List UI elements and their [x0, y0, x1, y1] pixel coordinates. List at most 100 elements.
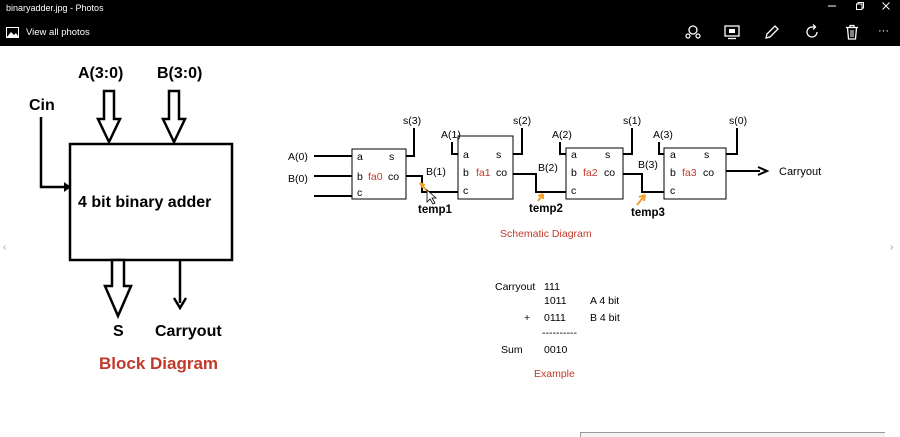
- fa3-port-co: co: [703, 167, 714, 179]
- fa2-b-input: B(2): [538, 162, 558, 174]
- fa0-port-a: a: [357, 151, 363, 163]
- example-b-note: B 4 bit: [590, 312, 620, 324]
- rotate-button[interactable]: [803, 23, 821, 41]
- example-sum-label: Sum: [501, 344, 523, 356]
- output-s-label: S: [113, 323, 124, 340]
- full-adder-fa2: a s b fa2 co c: [565, 147, 624, 200]
- fa1-port-co: co: [496, 167, 507, 179]
- mouse-cursor: [426, 189, 438, 205]
- fa2-wires: [559, 128, 664, 193]
- fa1-port-s: s: [496, 149, 501, 161]
- edit-button[interactable]: [763, 23, 781, 41]
- rotate-icon: [806, 24, 818, 38]
- fa1-a-input: A(1): [441, 129, 461, 141]
- binary-adder-image: A(3:0) B(3:0) Cin 4 bit binary adder S C…: [29, 65, 821, 380]
- more-button[interactable]: ···: [878, 23, 896, 41]
- cin-line: [39, 117, 66, 189]
- title-bar: binaryadder.jpg - Photos: [0, 0, 900, 18]
- fa0-sum-output: s(3): [403, 115, 421, 127]
- fa2-port-c: c: [571, 185, 576, 197]
- input-b-arrow: [161, 89, 187, 145]
- previous-photo-arrow[interactable]: ‹: [3, 242, 7, 253]
- fa1-port-b: b: [463, 167, 469, 179]
- fa1-name: fa1: [476, 167, 491, 179]
- fa1-sum-output: s(2): [513, 115, 531, 127]
- fa2-name: fa2: [583, 167, 598, 179]
- fa2-sum-output: s(1): [623, 115, 641, 127]
- input-b-label: B(3:0): [157, 65, 202, 82]
- edit-icon: [765, 25, 779, 39]
- slideshow-button[interactable]: [723, 23, 741, 41]
- fa2-port-s: s: [605, 149, 610, 161]
- temp3-label: temp3: [631, 207, 665, 219]
- restore-icon: [856, 2, 864, 10]
- fa0-port-s: s: [389, 151, 394, 163]
- minimize-icon: [828, 5, 836, 7]
- fa3-port-c: c: [670, 185, 675, 197]
- delete-icon: [846, 24, 858, 40]
- fa1-port-c: c: [463, 185, 468, 197]
- block-diagram-caption: Block Diagram: [99, 354, 218, 373]
- input-a-label: A(3:0): [78, 65, 123, 82]
- adder-block-label: 4 bit binary adder: [78, 194, 211, 211]
- temp-pointer-arrows: [419, 182, 646, 206]
- example-calculation: Carryout 111 1011 A 4 bit + 0111 B 4 bit…: [495, 281, 620, 380]
- fa1-wires: [451, 128, 566, 193]
- fa0-b-input: B(0): [288, 173, 308, 185]
- close-button[interactable]: [872, 0, 900, 18]
- fa3-port-a: a: [670, 149, 676, 161]
- maximize-button[interactable]: [846, 0, 874, 18]
- carryout-arrow-head: [757, 166, 770, 176]
- example-carry-label: Carryout: [495, 281, 535, 293]
- fa3-a-input: A(3): [653, 129, 673, 141]
- temp1-label: temp1: [418, 204, 452, 216]
- fa0-port-c: c: [357, 187, 362, 199]
- cin-arrowhead: [64, 182, 71, 192]
- fa3-wires: [658, 128, 760, 172]
- schematic-carryout-label: Carryout: [779, 166, 821, 178]
- fa3-name: fa3: [682, 167, 697, 179]
- block-diagram: A(3:0) B(3:0) Cin 4 bit binary adder S C…: [29, 65, 234, 373]
- example-plus: +: [524, 312, 530, 324]
- schematic-caption: Schematic Diagram: [500, 228, 592, 240]
- output-s-arrow: [103, 258, 133, 320]
- next-photo-arrow[interactable]: ›: [890, 242, 894, 253]
- fa3-port-s: s: [704, 149, 709, 161]
- carryout-arrowhead: [172, 297, 188, 311]
- view-all-photos-label: View all photos: [26, 26, 90, 38]
- fa3-b-input: B(3): [638, 159, 658, 171]
- input-a-arrow: [96, 89, 122, 145]
- example-b-value: 0111: [544, 312, 566, 324]
- example-carry-value: 111: [544, 281, 560, 293]
- fa0-port-co: co: [388, 171, 399, 183]
- fa2-a-input: A(2): [552, 129, 572, 141]
- cin-label: Cin: [29, 97, 55, 114]
- fa0-a-input: A(0): [288, 151, 308, 163]
- full-adder-fa1: a s b fa1 co c: [457, 135, 514, 200]
- example-a-value: 1011: [544, 295, 567, 307]
- minimize-button[interactable]: [818, 0, 846, 18]
- example-sum-value: 0010: [544, 344, 568, 356]
- example-rule: ----------: [542, 327, 577, 339]
- example-a-note: A 4 bit: [590, 295, 619, 307]
- filmstrip-edge: [580, 432, 885, 437]
- temp2-label: temp2: [529, 203, 563, 215]
- view-all-photos-button[interactable]: View all photos: [6, 24, 90, 40]
- window-title: binaryadder.jpg - Photos: [6, 3, 104, 13]
- share-button[interactable]: [684, 23, 702, 41]
- fa3-sum-output: s(0): [729, 115, 747, 127]
- more-icon: ···: [878, 25, 889, 37]
- photo-canvas: ‹ › A(3:0) B(3:0) Cin 4 bit binary adder…: [0, 46, 900, 436]
- delete-button[interactable]: [843, 23, 861, 41]
- slideshow-icon: [724, 25, 740, 40]
- fa1-b-input: B(1): [426, 166, 446, 178]
- share-icon: [685, 25, 701, 39]
- photo-toolbar: View all photos ···: [0, 18, 900, 46]
- fa2-port-b: b: [571, 167, 577, 179]
- close-icon: [882, 2, 890, 10]
- fa2-port-co: co: [604, 167, 615, 179]
- photos-icon: [6, 26, 19, 38]
- example-caption: Example: [534, 368, 575, 380]
- fa1-port-a: a: [463, 149, 469, 161]
- full-adder-fa3: a s b fa3 co c: [663, 147, 727, 200]
